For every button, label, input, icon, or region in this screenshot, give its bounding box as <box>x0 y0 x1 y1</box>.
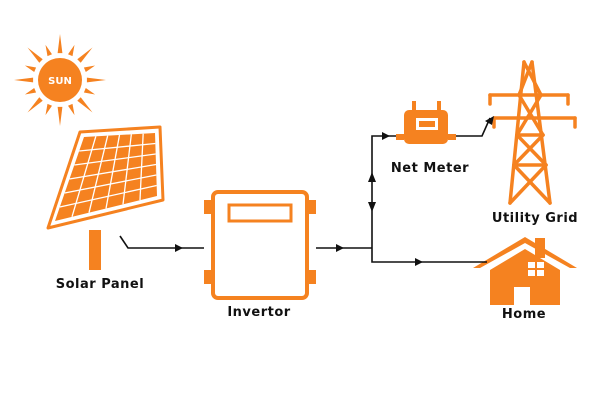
invertor-label: Invertor <box>227 305 290 320</box>
sun-ray <box>86 77 106 83</box>
panel-cell-line <box>59 184 157 208</box>
utility-grid-label: Utility Grid <box>492 211 578 226</box>
sun-ray <box>77 47 93 63</box>
sun-ray <box>14 77 34 83</box>
invertor-icon <box>204 190 316 300</box>
solar-panel-icon <box>46 125 165 270</box>
arrow-to-home <box>415 258 423 266</box>
solar-panel-label: Solar Panel <box>56 277 144 292</box>
house-icon <box>473 237 577 305</box>
sun-ray <box>68 44 75 57</box>
panel-cell-line <box>74 153 156 166</box>
sun-ray <box>57 106 63 126</box>
panel-cell-line <box>79 142 156 152</box>
sun-ray <box>27 47 43 63</box>
connection-net-meter-to-utility-grid <box>456 117 491 137</box>
net-meter-label: Net Meter <box>391 161 469 176</box>
sun-ray <box>83 88 96 95</box>
connection-junction-to-net-meter <box>371 135 396 248</box>
sun-ray <box>27 97 43 113</box>
sun-icon: SUN <box>14 34 106 126</box>
sun-label: SUN <box>48 76 72 87</box>
sun-rays <box>14 34 106 126</box>
transmission-tower-icon <box>488 60 577 205</box>
arrowheads <box>175 116 494 266</box>
connection-solar-panel-to-invertor <box>119 235 204 249</box>
panel-cell-line <box>69 163 157 180</box>
sun-ray <box>45 44 52 57</box>
sun-ray <box>83 65 96 72</box>
panel-cell-line <box>64 174 157 194</box>
sun-ray <box>57 34 63 54</box>
sun-ray <box>77 97 93 113</box>
arrow-solar-to-invertor <box>175 244 183 252</box>
sun-ray <box>24 88 37 95</box>
arrow-junction-up <box>368 172 376 182</box>
arrow-junction-down <box>368 202 376 212</box>
sun-ray <box>68 103 75 116</box>
connection-junction-to-home <box>371 248 487 263</box>
home-label: Home <box>502 307 546 322</box>
arrow-to-net-meter <box>382 132 390 140</box>
meter-icon <box>396 101 456 144</box>
panel-grid <box>59 133 157 218</box>
arrow-to-utility-grid <box>485 116 494 125</box>
sun-ray <box>24 65 37 72</box>
sun-ray <box>45 103 52 116</box>
arrow-invertor-to-junction <box>336 244 344 252</box>
